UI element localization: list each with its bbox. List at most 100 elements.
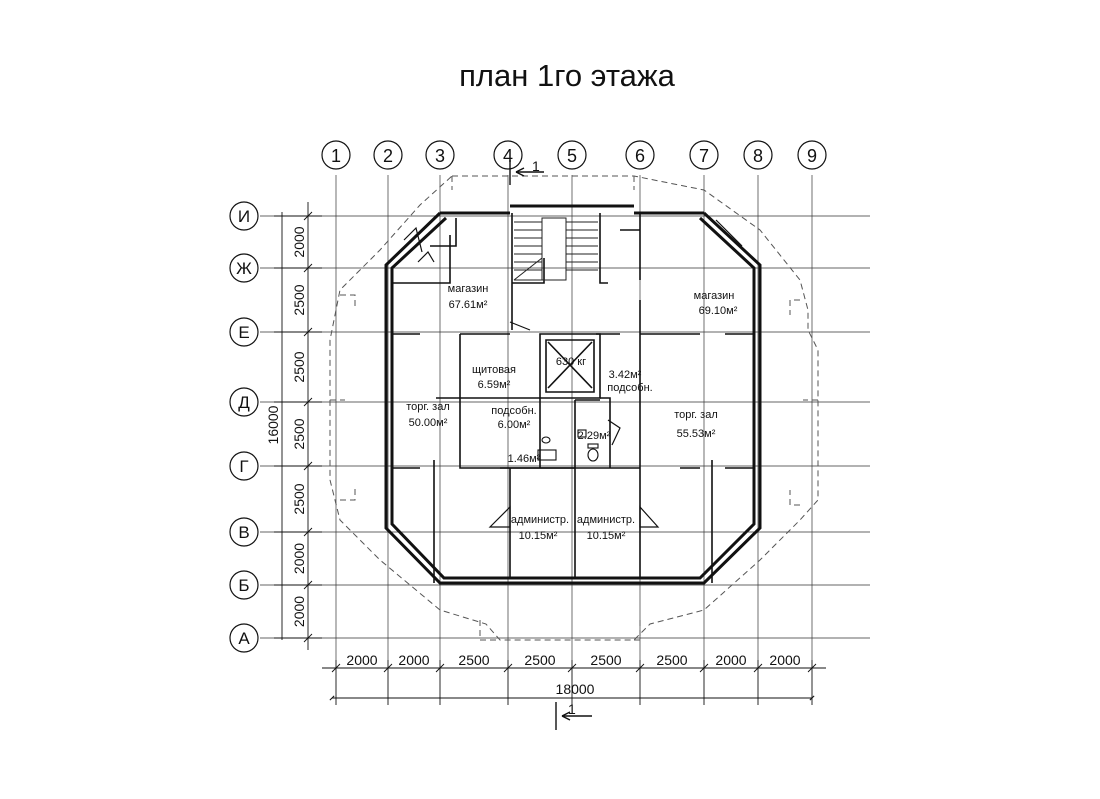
row-axis-markers: И Ж Е Д Г В Б А bbox=[229, 201, 259, 653]
room-area: 6.00м² bbox=[498, 419, 531, 431]
vertical-dimension: 2500 bbox=[291, 284, 307, 315]
room-area: 1.46м² bbox=[508, 453, 541, 465]
horizontal-dimension: 2000 bbox=[769, 652, 800, 668]
room-name: администр. bbox=[511, 514, 569, 526]
vertical-dimension: 2000 bbox=[291, 543, 307, 574]
column-axis-5: 5 bbox=[557, 140, 587, 170]
column-axis-markers: 1 2 3 4 5 6 7 8 9 bbox=[321, 140, 827, 170]
room-name: торг. зал bbox=[406, 401, 450, 413]
row-axis-label: Б bbox=[238, 576, 249, 595]
horizontal-dimension: 2500 bbox=[590, 652, 621, 668]
vertical-dimension-chain: 2000 2500 2500 2500 2500 2000 2000 bbox=[274, 202, 322, 650]
row-axis-4: Г bbox=[229, 451, 259, 481]
vertical-dimension: 2000 bbox=[291, 596, 307, 627]
room-name: подсобн. bbox=[491, 405, 536, 417]
room-area: 69.10м² bbox=[699, 305, 738, 317]
vertical-dimension: 2500 bbox=[291, 418, 307, 449]
horizontal-dimension: 2500 bbox=[524, 652, 555, 668]
section-mark-bottom bbox=[555, 702, 592, 730]
room-name: торг. зал bbox=[674, 409, 718, 421]
room-area: 55.53м² bbox=[677, 428, 716, 440]
horizontal-dimension: 2000 bbox=[398, 652, 429, 668]
room-label-utility-1: 3.42м² подсобн. bbox=[607, 369, 652, 394]
room-area: 3.42м² bbox=[609, 369, 642, 381]
room-name: администр. bbox=[577, 514, 635, 526]
column-axis-label: 3 bbox=[435, 146, 445, 166]
room-area: 6.59м² bbox=[478, 379, 511, 391]
column-axis-7: 7 bbox=[689, 140, 719, 170]
section-mark-top bbox=[509, 160, 544, 185]
column-axis-label: 8 bbox=[753, 146, 763, 166]
room-label-sales-hall-2: торг. зал 55.53м² bbox=[674, 409, 718, 440]
door-swings bbox=[403, 219, 743, 528]
room-label-wc-1: 2.29м² bbox=[578, 430, 611, 442]
room-label-switchboard: щитовая 6.59м² bbox=[472, 364, 516, 391]
room-label-admin-1: администр. 10.15м² bbox=[511, 514, 569, 542]
room-label-utility-2: подсобн. 6.00м² bbox=[491, 405, 536, 431]
exterior-walls bbox=[384, 204, 762, 585]
row-axis-2: Е bbox=[229, 317, 259, 347]
row-axis-label: Д bbox=[238, 393, 250, 412]
row-axis-label: И bbox=[238, 207, 250, 226]
column-axis-3: 3 bbox=[425, 140, 455, 170]
row-axis-label: Ж bbox=[236, 259, 252, 278]
column-axis-label: 5 bbox=[567, 146, 577, 166]
sanitary-fixtures bbox=[537, 429, 599, 462]
section-mark-bottom-label: 1 bbox=[568, 701, 576, 717]
vertical-total-dimension: 16000 bbox=[265, 405, 281, 444]
stair-flight bbox=[513, 217, 598, 281]
column-axis-label: 6 bbox=[635, 146, 645, 166]
row-axis-7: А bbox=[229, 623, 259, 653]
column-axis-4: 4 bbox=[493, 140, 523, 170]
room-label-admin-2: администр. 10.15м² bbox=[577, 514, 635, 542]
room-label-sales-hall-1: торг. зал 50.00м² bbox=[406, 401, 450, 429]
row-axis-6: Б bbox=[229, 570, 259, 600]
row-axis-3: Д bbox=[229, 387, 259, 417]
interior-walls bbox=[392, 213, 754, 583]
vertical-dimension: 2000 bbox=[291, 226, 307, 257]
vertical-dimension: 2500 bbox=[291, 483, 307, 514]
section-mark-top-label: 1 bbox=[532, 158, 540, 174]
column-axis-6: 6 bbox=[625, 140, 655, 170]
row-axis-label: В bbox=[238, 523, 249, 542]
elevator-capacity: 630 кг bbox=[556, 356, 586, 368]
upper-floor-outline bbox=[329, 175, 819, 641]
column-axis-label: 4 bbox=[503, 146, 513, 166]
horizontal-dimension: 2000 bbox=[715, 652, 746, 668]
room-name: магазин bbox=[448, 283, 489, 295]
horizontal-dimension: 2000 bbox=[346, 652, 377, 668]
horizontal-total-dimension: 18000 bbox=[556, 681, 595, 697]
room-label-shop-1: магазин 67.61м² bbox=[448, 283, 489, 311]
row-axis-5: В bbox=[229, 517, 259, 547]
grid-lines bbox=[260, 175, 870, 660]
column-axis-label: 1 bbox=[331, 146, 341, 166]
column-axis-label: 2 bbox=[383, 146, 393, 166]
column-axis-8: 8 bbox=[743, 140, 773, 170]
column-axis-label: 9 bbox=[807, 146, 817, 166]
room-area: 2.29м² bbox=[578, 430, 611, 442]
row-axis-label: А bbox=[238, 629, 250, 648]
column-axis-2: 2 bbox=[373, 140, 403, 170]
room-area: 50.00м² bbox=[409, 417, 448, 429]
plan-title: план 1го этажа bbox=[459, 58, 675, 93]
horizontal-dimension: 2500 bbox=[656, 652, 687, 668]
room-label-shop-2: магазин 69.10м² bbox=[694, 290, 738, 317]
column-axis-9: 9 bbox=[797, 140, 827, 170]
row-axis-0: И bbox=[229, 201, 259, 231]
row-axis-1: Ж bbox=[229, 253, 259, 283]
room-name: подсобн. bbox=[607, 382, 652, 394]
room-name: магазин bbox=[694, 290, 735, 302]
room-area: 67.61м² bbox=[449, 299, 488, 311]
column-axis-1: 1 bbox=[321, 140, 351, 170]
room-name: щитовая bbox=[472, 364, 516, 376]
room-area: 10.15м² bbox=[587, 530, 626, 542]
room-label-wc-2: 1.46м² bbox=[508, 453, 541, 465]
horizontal-dimension-chain: 2000 2000 2500 2500 2500 2500 2000 2000 bbox=[322, 652, 826, 705]
row-axis-label: Г bbox=[239, 457, 248, 476]
row-axis-label: Е bbox=[238, 323, 249, 342]
vertical-dimension: 2500 bbox=[291, 351, 307, 382]
room-area: 10.15м² bbox=[519, 530, 558, 542]
horizontal-dimension: 2500 bbox=[458, 652, 489, 668]
column-axis-label: 7 bbox=[699, 146, 709, 166]
